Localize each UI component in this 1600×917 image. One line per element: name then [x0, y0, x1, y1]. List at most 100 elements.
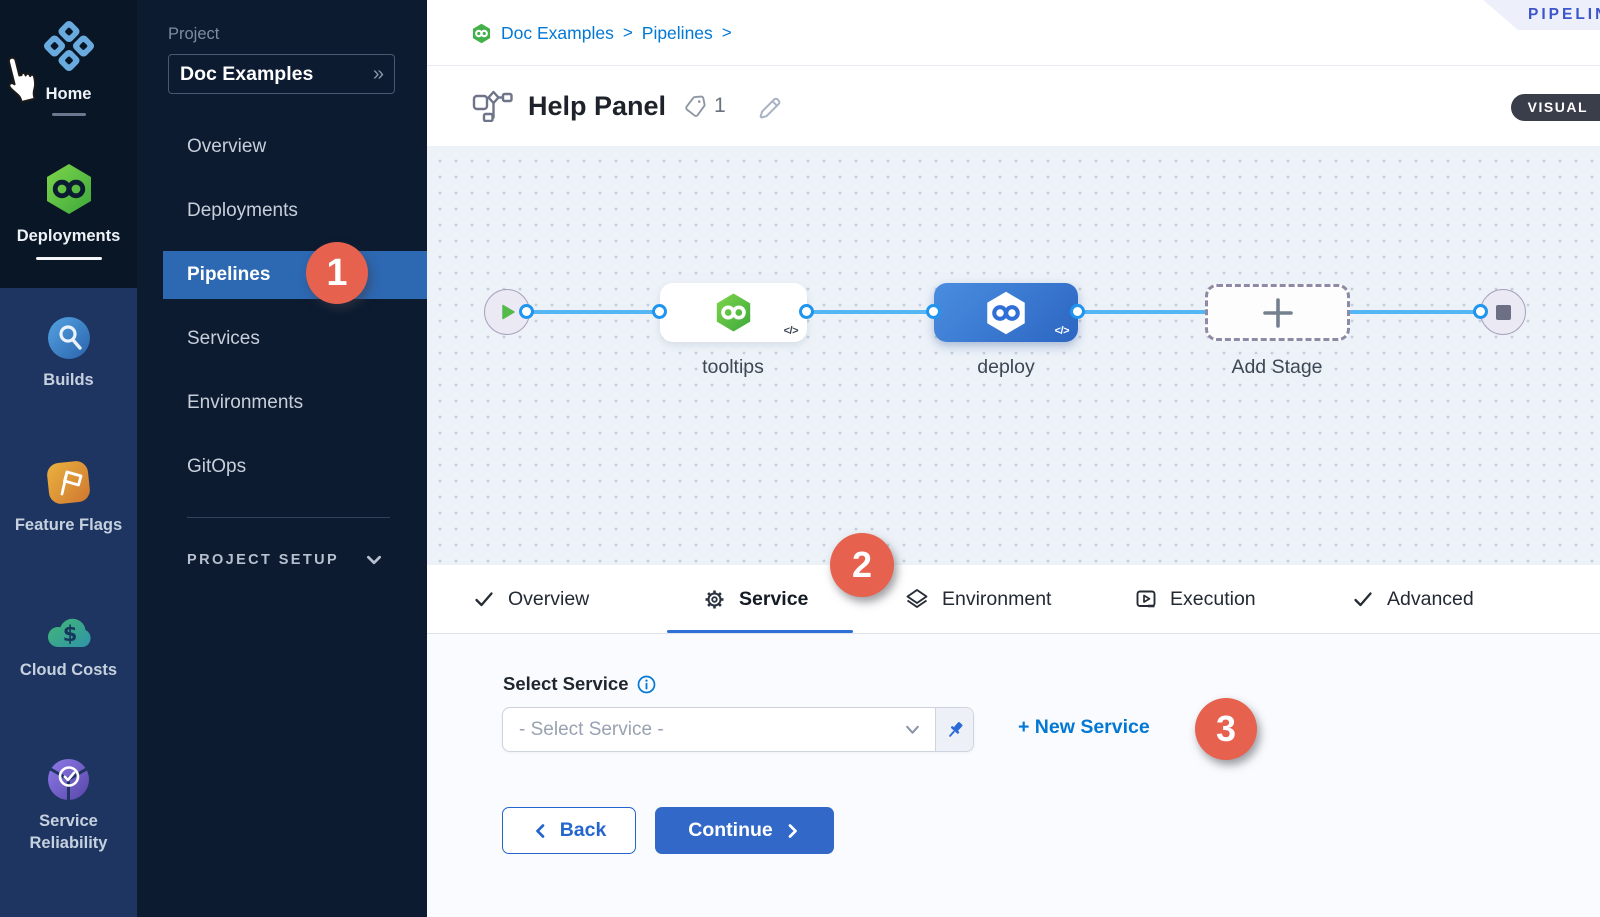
sidebar-item-overview[interactable]: Overview [187, 136, 267, 157]
stop-icon [1495, 304, 1511, 320]
play-icon [502, 304, 515, 320]
tab-label: Advanced [1387, 587, 1474, 610]
feature-flags-icon [47, 461, 90, 504]
execution-icon [1136, 590, 1156, 608]
tab-label: Environment [942, 587, 1052, 610]
cloud-costs-icon: $ [47, 618, 91, 648]
annotation-step-2: 2 [830, 533, 894, 597]
sidebar-item-label: Cloud Costs [19, 661, 118, 679]
top-header: Doc Examples > Pipelines > [427, 0, 1600, 66]
annotation-step-3: 3 [1195, 698, 1257, 760]
tab-label: Service [739, 587, 809, 610]
check-icon [475, 592, 493, 607]
project-setup-label: PROJECT SETUP [187, 552, 340, 568]
chevron-down-icon [367, 555, 382, 565]
sidebar-item-feature-flags[interactable]: Feature Flags [0, 460, 137, 536]
pipeline-studio-ribbon: PIPELIN [1483, 0, 1600, 30]
tab-environment[interactable]: Environment [905, 565, 1051, 633]
check-icon [1354, 592, 1372, 607]
project-selector-value: Doc Examples [180, 62, 314, 85]
double-chevron-icon: » [372, 62, 384, 85]
sidebar-item-services[interactable]: Services [187, 328, 260, 349]
svg-text:$: $ [62, 622, 77, 646]
continue-button[interactable]: Continue [655, 807, 834, 854]
edit-pencil-icon[interactable] [755, 93, 782, 120]
sidebar-item-deployments-nav[interactable]: Deployments [187, 200, 298, 221]
breadcrumb-separator: > [721, 23, 732, 42]
stage-node-tooltips[interactable]: </> [660, 283, 807, 342]
new-service-link[interactable]: + New Service [1018, 716, 1150, 738]
back-button[interactable]: Back [502, 807, 636, 854]
module-rail-top [0, 0, 137, 288]
page-title: Help Panel [528, 90, 667, 121]
gear-icon [705, 590, 724, 608]
stage-node-deploy-selected[interactable]: </> [934, 283, 1078, 342]
project-hexagon-icon [472, 23, 491, 43]
deployments-active-indicator [36, 257, 102, 260]
sidebar-item-pipelines[interactable]: Pipelines [187, 264, 271, 285]
sidebar-item-label: Builds [43, 371, 94, 389]
breadcrumb-pipelines-link[interactable]: Pipelines [641, 22, 713, 43]
sidebar-item-deployments[interactable]: Deployments [0, 162, 137, 247]
tab-label: Execution [1170, 587, 1256, 610]
connector-port [519, 304, 534, 319]
pipeline-canvas[interactable]: </> </> [427, 146, 1600, 565]
service-tab-panel: Select Service - Select Service - [427, 634, 1600, 917]
main-content: Doc Examples > Pipelines > PIPELIN [427, 0, 1600, 917]
builds-icon [47, 317, 90, 359]
select-service-dropdown[interactable]: - Select Service - [502, 707, 974, 752]
add-stage-label: Add Stage [1231, 356, 1323, 378]
breadcrumb-separator: > [622, 23, 633, 42]
breadcrumb-project-link[interactable]: Doc Examples [501, 22, 614, 43]
tab-label: Overview [508, 587, 590, 610]
sidebar-item-home[interactable]: Home [0, 18, 137, 105]
connector-port [1070, 304, 1085, 319]
cd-stage-icon-selected [987, 291, 1025, 334]
tab-service[interactable]: Service [703, 565, 808, 633]
tab-advanced[interactable]: Advanced [1352, 565, 1474, 633]
project-sidebar: Project Doc Examples » Overview Deployme… [137, 0, 427, 917]
sidebar-divider [187, 517, 390, 518]
project-section-label: Project [168, 25, 220, 43]
service-reliability-icon [48, 759, 89, 800]
connector-port [1473, 304, 1488, 319]
module-rail: Home Deployments Builds [0, 0, 137, 917]
project-setup-toggle[interactable]: PROJECT SETUP [187, 551, 383, 569]
add-stage-button[interactable] [1205, 284, 1350, 341]
sidebar-item-cloud-costs[interactable]: $ Cloud Costs [0, 612, 137, 681]
stage-label-tooltips: tooltips [702, 356, 764, 378]
tab-overview[interactable]: Overview [473, 565, 589, 633]
hand-cursor [7, 56, 37, 104]
project-selector[interactable]: Doc Examples » [168, 54, 395, 94]
sidebar-item-label: Home [45, 85, 92, 103]
info-icon[interactable] [637, 675, 656, 694]
connector-port [799, 304, 814, 319]
title-bar: Help Panel 1 VI [427, 66, 1600, 146]
connector-port [926, 304, 941, 319]
pin-icon [948, 721, 962, 737]
cd-stage-icon [716, 293, 751, 332]
chevron-right-icon [788, 823, 797, 838]
code-glyph: </> [1054, 325, 1070, 337]
pin-input-button[interactable] [935, 708, 973, 751]
chevron-down-icon [906, 725, 919, 734]
continue-button-label: Continue [688, 819, 773, 841]
sidebar-item-service-reliability[interactable]: Service Reliability [0, 758, 137, 855]
dropdown-placeholder: - Select Service - [519, 718, 664, 740]
code-glyph: </> [783, 325, 799, 337]
tag-icon [685, 95, 706, 117]
visual-yaml-toggle[interactable]: VISUAL [1510, 94, 1600, 121]
ribbon-label: PIPELIN [1528, 6, 1600, 23]
tag-count: 1 [714, 94, 726, 117]
sidebar-item-gitops[interactable]: GitOps [187, 456, 247, 477]
tab-execution[interactable]: Execution [1135, 565, 1256, 633]
sidebar-item-builds[interactable]: Builds [0, 316, 137, 391]
back-button-label: Back [559, 819, 607, 841]
sidebar-item-label: Deployments [16, 227, 121, 245]
active-nav-highlight [163, 251, 427, 299]
active-tab-underline [667, 629, 853, 633]
tags-group[interactable]: 1 [683, 94, 726, 119]
sidebar-item-label: Service Reliability [29, 812, 108, 853]
sidebar-item-environments[interactable]: Environments [187, 392, 304, 413]
